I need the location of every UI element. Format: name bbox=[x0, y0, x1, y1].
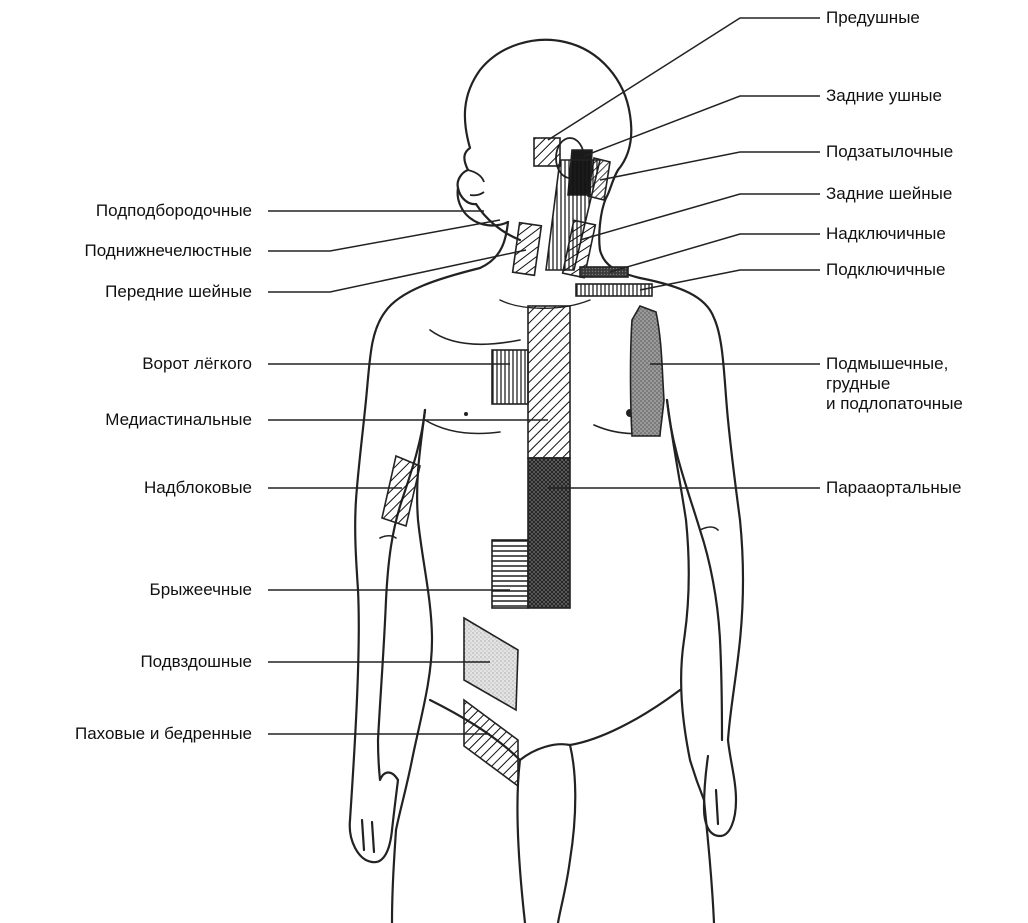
paraaortic-region bbox=[528, 458, 570, 608]
label-axillary-line1: Подмышечные, bbox=[826, 354, 1026, 374]
neck-right bbox=[599, 198, 640, 278]
leader-supraclavicular bbox=[610, 234, 820, 272]
label-iliac: Подвздошные bbox=[140, 652, 252, 672]
axillary-region bbox=[631, 306, 665, 436]
leader-anterior-cervical bbox=[268, 250, 526, 292]
label-submandibular: Поднижнечелюстные bbox=[84, 241, 252, 261]
leader-posterior-auricular bbox=[584, 96, 820, 156]
label-supratrochlear: Надблоковые bbox=[144, 478, 252, 498]
label-occipital: Подзатылочные bbox=[826, 142, 953, 162]
label-axillary: Подмышечные, грудные и подлопаточные bbox=[826, 354, 1026, 414]
anterior-cervical-region bbox=[513, 223, 542, 276]
right-leg bbox=[704, 800, 714, 923]
label-supraclavicular: Надключичные bbox=[826, 224, 946, 244]
label-preauricular: Предушные bbox=[826, 8, 920, 28]
label-mediastinal: Медиастинальные bbox=[105, 410, 252, 430]
preauricular-region bbox=[534, 138, 560, 166]
iliac-region bbox=[464, 618, 518, 710]
right-forearm-inner bbox=[667, 400, 722, 740]
right-hand bbox=[704, 740, 736, 836]
navel-mark bbox=[464, 412, 468, 416]
leader-posterior-cervical bbox=[580, 194, 820, 240]
mediastinal-region bbox=[528, 306, 570, 458]
label-axillary-line3: и подлопаточные bbox=[826, 394, 1026, 414]
label-axillary-line2: грудные bbox=[826, 374, 1026, 394]
crotch bbox=[520, 744, 575, 923]
label-hilar: Ворот лёгкого bbox=[142, 354, 252, 374]
torso-right bbox=[667, 400, 704, 800]
label-anterior-cervical: Передние шейные bbox=[105, 282, 252, 302]
left-pec bbox=[430, 330, 520, 344]
label-mesenteric: Брыжеечные bbox=[150, 580, 252, 600]
leader-preauricular bbox=[548, 18, 820, 140]
hilar-region bbox=[492, 350, 528, 404]
label-submental: Подподбородочные bbox=[96, 201, 252, 221]
label-posterior-auricular: Задние ушные bbox=[826, 86, 942, 106]
label-posterior-cervical: Задние шейные bbox=[826, 184, 952, 204]
label-infraclavicular: Подключичные bbox=[826, 260, 945, 280]
left-leg bbox=[392, 830, 396, 923]
supratrochlear-region bbox=[382, 456, 420, 526]
neck-left bbox=[480, 222, 508, 268]
inguinal-region bbox=[464, 700, 518, 786]
leader-occipital bbox=[600, 152, 820, 180]
left-arm-outer bbox=[350, 268, 480, 820]
label-inguinal-femoral: Паховые и бедренные bbox=[75, 724, 252, 744]
mesenteric-region bbox=[492, 540, 528, 608]
leader-submandibular bbox=[268, 220, 500, 251]
lymph-node-regions bbox=[382, 138, 664, 786]
label-paraaortic: Парааортальные bbox=[826, 478, 961, 498]
leader-infraclavicular bbox=[640, 270, 820, 290]
